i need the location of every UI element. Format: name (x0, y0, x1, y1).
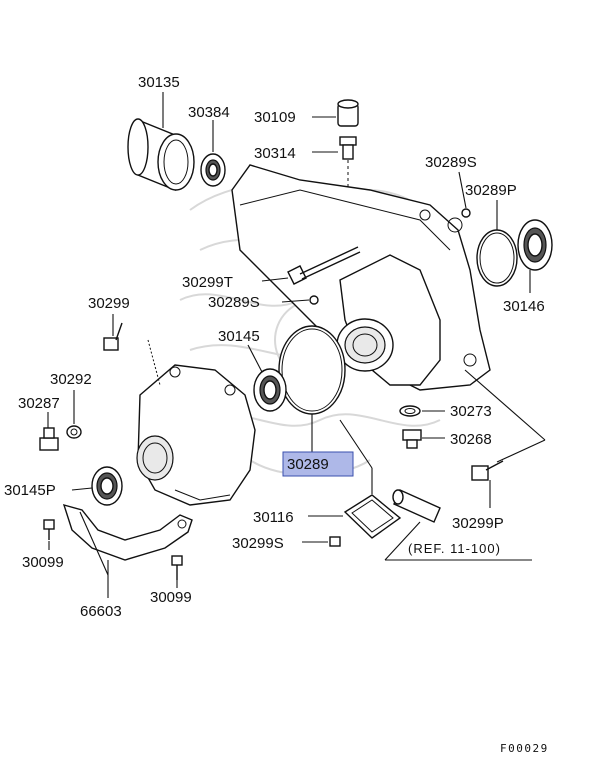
gasket-icon[interactable] (343, 494, 402, 539)
plug-icon[interactable] (402, 429, 422, 449)
label-30299s-bottom[interactable]: 30299S (232, 535, 284, 552)
bolt-icon[interactable] (43, 519, 55, 540)
plug-icon[interactable] (39, 427, 59, 451)
oil-seal-icon[interactable] (200, 153, 226, 187)
figure-code: F00029 (500, 742, 549, 755)
label-30299t[interactable]: 30299T (182, 274, 233, 291)
o-ring-icon[interactable] (399, 405, 421, 417)
sleeve-part-30135[interactable] (127, 118, 195, 192)
o-ring-icon[interactable] (476, 229, 518, 287)
transfer-case-housing (231, 164, 491, 391)
label-30289p[interactable]: 30289P (465, 182, 517, 199)
bracket-part-66603[interactable] (62, 503, 193, 561)
o-ring-icon[interactable] (309, 295, 319, 305)
o-ring-icon[interactable] (278, 325, 346, 415)
plug-icon[interactable] (337, 99, 359, 127)
label-30289[interactable]: 30289 (287, 456, 329, 473)
label-30109[interactable]: 30109 (254, 109, 296, 126)
label-30299p[interactable]: 30299P (452, 515, 504, 532)
reference-note: (REF. 11-100) (408, 541, 501, 556)
label-30145p[interactable]: 30145P (4, 482, 56, 499)
o-ring-icon[interactable] (66, 425, 82, 439)
label-30289s-mid[interactable]: 30289S (208, 294, 260, 311)
highlight-box[interactable] (282, 451, 354, 477)
label-30268[interactable]: 30268 (450, 431, 492, 448)
bolt-icon[interactable] (287, 246, 361, 285)
label-30145[interactable]: 30145 (218, 328, 260, 345)
bolt-icon[interactable] (103, 322, 123, 351)
label-30273[interactable]: 30273 (450, 403, 492, 420)
oil-seal-icon[interactable] (253, 368, 287, 412)
label-30099-bottom[interactable]: 30099 (150, 589, 192, 606)
label-30135[interactable]: 30135 (138, 74, 180, 91)
oil-seal-icon[interactable] (517, 219, 553, 271)
reference-pipe-part (392, 489, 441, 523)
o-ring-icon[interactable] (461, 208, 471, 218)
front-cover-housing (136, 364, 256, 506)
label-30116[interactable]: 30116 (253, 509, 294, 526)
bolt-icon[interactable] (329, 536, 341, 547)
label-30289s-top[interactable]: 30289S (425, 154, 477, 171)
label-30292[interactable]: 30292 (50, 371, 92, 388)
label-30146[interactable]: 30146 (503, 298, 545, 315)
label-30287[interactable]: 30287 (18, 395, 60, 412)
label-30299[interactable]: 30299 (88, 295, 130, 312)
bolt-icon[interactable] (171, 555, 183, 580)
oil-seal-icon[interactable] (91, 466, 123, 506)
label-30314[interactable]: 30314 (254, 145, 296, 162)
label-30099-left[interactable]: 30099 (22, 554, 64, 571)
label-66603[interactable]: 66603 (80, 603, 122, 620)
bolt-icon[interactable] (471, 460, 504, 481)
plug-icon[interactable] (339, 136, 357, 160)
label-30384[interactable]: 30384 (188, 104, 230, 121)
